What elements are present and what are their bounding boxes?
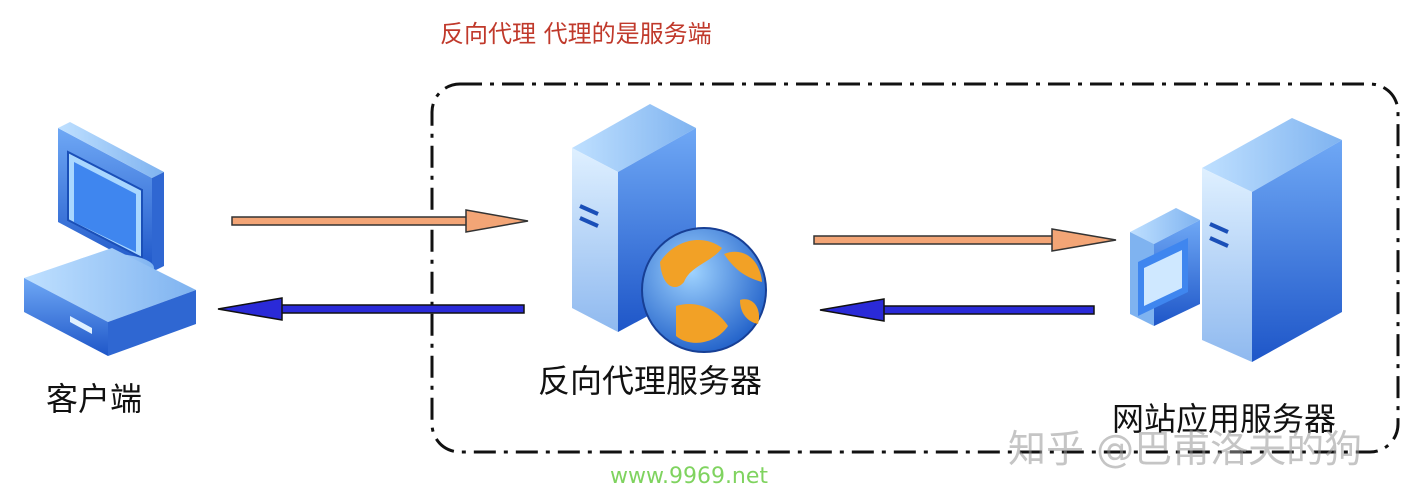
desktop-computer-icon [24,122,196,356]
web-server-label: 网站应用服务器 [1112,400,1337,438]
request-arrow-proxy-to-web [813,228,1117,252]
url-watermark: www.9969.net [610,464,769,489]
server-side-boundary [430,82,1400,454]
request-arrow-client-to-proxy [231,209,529,233]
server-tower-icon [1130,118,1342,362]
response-arrow-web-to-proxy [819,298,1095,322]
response-arrow-proxy-to-client [217,297,525,321]
server-with-globe-icon [572,104,767,353]
proxy-server-label: 反向代理服务器 [538,362,763,400]
client-label: 客户端 [46,380,143,418]
diagram-title: 反向代理 代理的是服务端 [440,20,712,48]
watermark-text: 知乎 @巴甫洛夫的狗 [1008,427,1363,471]
